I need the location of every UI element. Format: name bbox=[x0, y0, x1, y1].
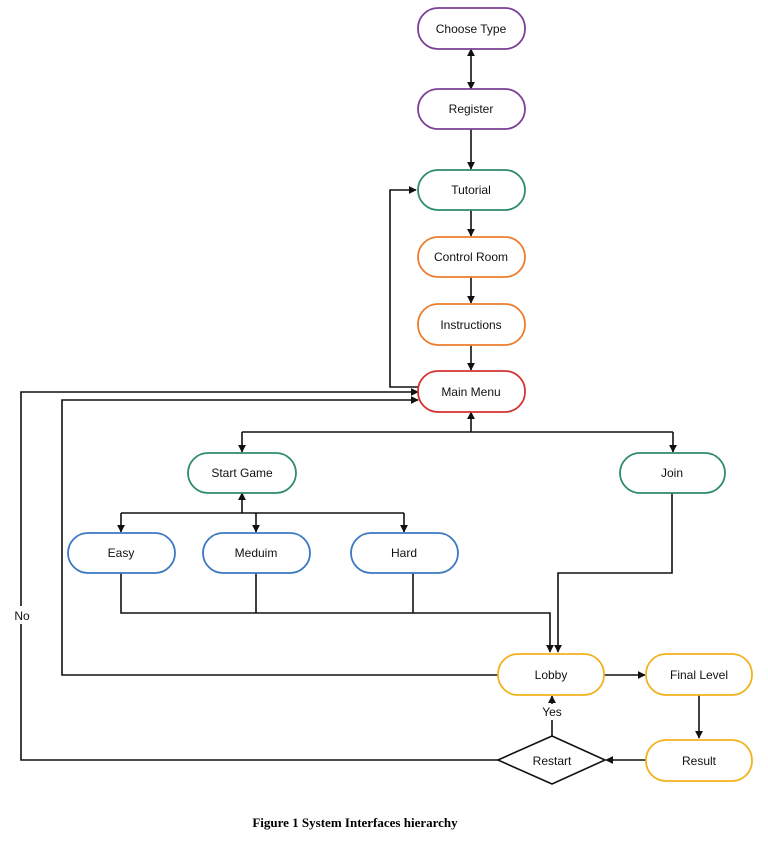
node-hard-label: Hard bbox=[391, 546, 417, 560]
node-final-level: Final Level bbox=[645, 653, 753, 696]
node-meduim-label: Meduim bbox=[235, 546, 278, 560]
edge-main-menu-tutorial bbox=[389, 186, 418, 388]
node-main-menu: Main Menu bbox=[417, 370, 526, 413]
node-instructions-label: Instructions bbox=[440, 318, 501, 332]
node-result: Result bbox=[645, 739, 753, 782]
node-join-label: Join bbox=[661, 466, 683, 480]
node-control-room: Control Room bbox=[417, 236, 526, 278]
edge-join-lobby bbox=[554, 493, 673, 653]
node-easy: Easy bbox=[67, 532, 176, 574]
node-choose-type: Choose Type bbox=[417, 7, 526, 50]
node-join: Join bbox=[619, 452, 726, 494]
node-lobby: Lobby bbox=[497, 653, 605, 696]
node-lobby-label: Lobby bbox=[535, 668, 568, 682]
node-result-label: Result bbox=[682, 754, 717, 768]
node-final-level-label: Final Level bbox=[670, 668, 728, 682]
node-meduim: Meduim bbox=[202, 532, 311, 574]
node-main-menu-label: Main Menu bbox=[441, 385, 500, 399]
figure-caption: Figure 1 System Interfaces hierarchy bbox=[252, 815, 458, 830]
edge-label-no: No bbox=[14, 609, 30, 623]
node-tutorial-label: Tutorial bbox=[451, 183, 491, 197]
node-restart-label: Restart bbox=[533, 754, 572, 768]
node-control-room-label: Control Room bbox=[434, 250, 508, 264]
node-restart: Restart bbox=[496, 735, 607, 785]
node-start-game-label: Start Game bbox=[211, 466, 273, 480]
node-easy-label: Easy bbox=[108, 546, 135, 560]
node-hard: Hard bbox=[350, 532, 459, 574]
edge-easy-lobby bbox=[120, 573, 554, 653]
node-register: Register bbox=[417, 88, 526, 130]
node-instructions: Instructions bbox=[417, 303, 526, 346]
edge-lobby-main-menu bbox=[61, 396, 498, 676]
node-start-game: Start Game bbox=[187, 452, 297, 494]
edge-label-yes: Yes bbox=[542, 705, 562, 719]
edge-restart-main-menu bbox=[20, 388, 498, 761]
node-register-label: Register bbox=[449, 102, 494, 116]
node-tutorial: Tutorial bbox=[417, 169, 526, 211]
node-choose-type-label: Choose Type bbox=[436, 22, 507, 36]
